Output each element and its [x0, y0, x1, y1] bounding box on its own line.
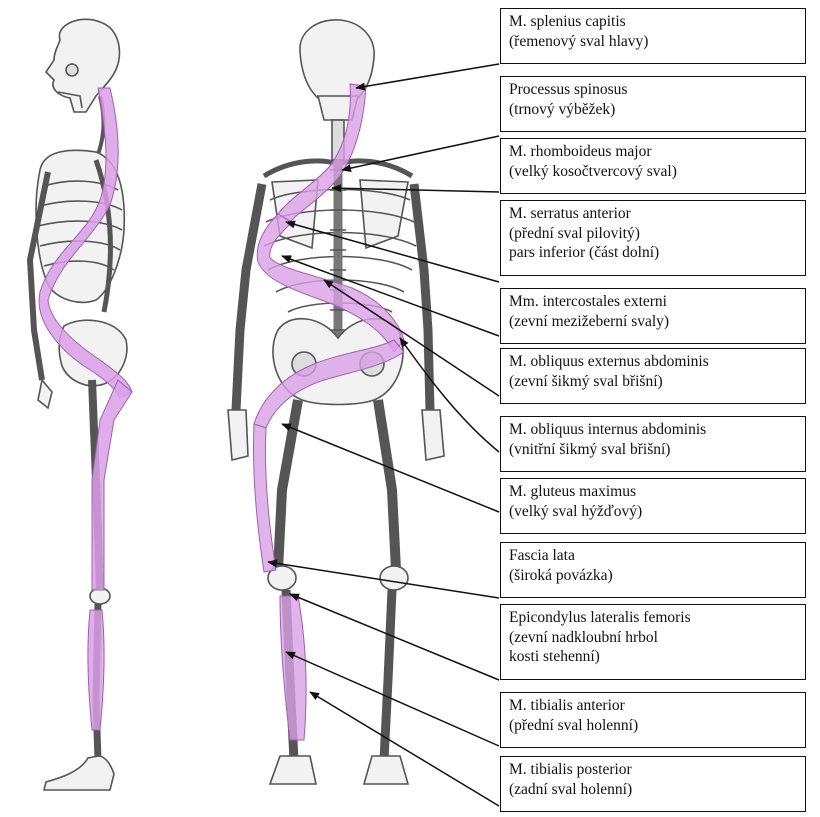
back-view-skeleton — [228, 20, 444, 784]
leader-obliquus-int — [400, 338, 499, 452]
label-czech: (široká povázka) — [509, 566, 797, 586]
label-czech: (zevní šikmý sval břišní) — [509, 372, 797, 392]
leader-spinosus — [342, 136, 499, 170]
label-serratus-anterior: M. serratus anterior (přední sval pilovi… — [500, 200, 806, 276]
label-obliquus-internus: M. obliquus internus abdominis (vnitřní … — [500, 416, 806, 472]
label-latin: M. splenius capitis — [509, 12, 797, 32]
label-czech: (trnový výběžek) — [509, 100, 797, 120]
leader-splenius — [356, 64, 499, 88]
label-latin: Epicondylus lateralis femoris — [509, 608, 797, 628]
label-latin: Fascia lata — [509, 546, 797, 566]
label-latin: M. serratus anterior — [509, 204, 797, 224]
label-czech: (zevní nadkloubní hrbol — [509, 628, 797, 648]
label-latin: M. obliquus internus abdominis — [509, 420, 797, 440]
leader-fascia — [268, 562, 499, 598]
label-czech: (zadní sval holenní) — [509, 780, 797, 800]
label-latin: M. obliquus externus abdominis — [509, 352, 797, 372]
label-czech-2: kosti stehenní) — [509, 647, 797, 667]
label-czech: (vnitřní šikmý sval břišní) — [509, 440, 797, 460]
label-czech: (řemenový sval hlavy) — [509, 32, 797, 52]
label-epicondylus-lateralis: Epicondylus lateralis femoris (zevní nad… — [500, 604, 806, 680]
label-fascia-lata: Fascia lata (široká povázka) — [500, 542, 806, 598]
label-latin: M. tibialis anterior — [509, 696, 797, 716]
leader-tib-post — [310, 692, 499, 806]
label-gluteus-maximus: M. gluteus maximus (velký sval hýžďový) — [500, 478, 806, 534]
label-processus-spinosus: Processus spinosus (trnový výběžek) — [500, 76, 806, 132]
label-latin: M. tibialis posterior — [509, 760, 797, 780]
label-latin: Processus spinosus — [509, 80, 797, 100]
label-intercostales-externi: Mm. intercostales externi (zevní mezižeb… — [500, 288, 806, 344]
label-tibialis-posterior: M. tibialis posterior (zadní sval holenn… — [500, 756, 806, 812]
label-obliquus-externus: M. obliquus externus abdominis (zevní ši… — [500, 348, 806, 404]
label-latin: M. gluteus maximus — [509, 482, 797, 502]
label-czech: (velký kosočtvercový sval) — [509, 162, 797, 182]
label-splenius-capitis: M. splenius capitis (řemenový sval hlavy… — [500, 8, 806, 64]
label-tibialis-anterior: M. tibialis anterior (přední sval holenn… — [500, 692, 806, 748]
label-czech: (přední sval holenní) — [509, 716, 797, 736]
label-czech: (zevní mezižeberní svaly) — [509, 312, 797, 332]
label-czech-2: pars inferior (část dolní) — [509, 243, 797, 263]
label-czech: (velký sval hýžďový) — [509, 502, 797, 522]
label-czech: (přední sval pilovitý) — [509, 224, 797, 244]
label-rhomboideus-major: M. rhomboideus major (velký kosočtvercov… — [500, 138, 806, 194]
label-latin: Mm. intercostales externi — [509, 292, 797, 312]
label-latin: M. rhomboideus major — [509, 142, 797, 162]
